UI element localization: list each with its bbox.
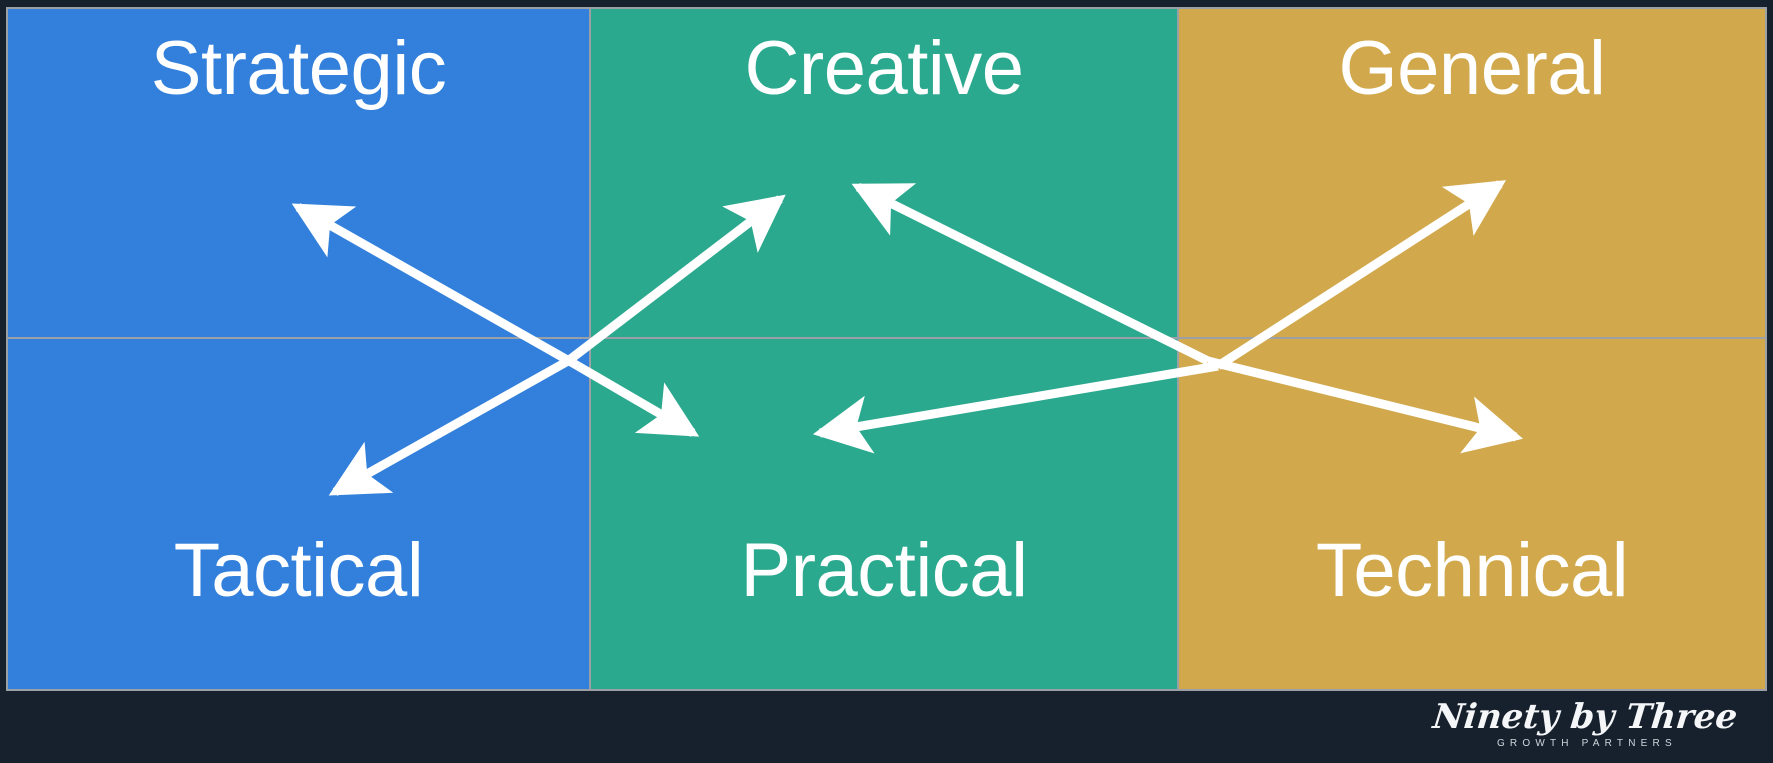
- brand-name: Ninety by Three: [1430, 697, 1740, 737]
- cell-label-technical: Technical: [1315, 528, 1629, 613]
- cell-label-tactical: Tactical: [173, 528, 424, 613]
- matrix-column-creative-practical: Creative Practical: [589, 9, 1179, 689]
- matrix-column-strategic-tactical: Strategic Tactical: [8, 9, 589, 689]
- footer-bar: Ninety by Three GROWTH PARTNERS: [0, 692, 1773, 763]
- matrix-panel: Strategic Tactical Creative Practical Ge…: [6, 7, 1767, 691]
- brand-tagline: GROWTH PARTNERS: [1496, 738, 1677, 749]
- cell-label-creative: Creative: [744, 26, 1025, 111]
- matrix-column-general-technical: General Technical: [1179, 9, 1765, 689]
- cell-label-practical: Practical: [740, 528, 1028, 613]
- brand-logo: Ninety by Three GROWTH PARTNERS: [1430, 697, 1740, 749]
- cell-label-strategic: Strategic: [150, 26, 447, 111]
- cell-label-general: General: [1338, 26, 1606, 111]
